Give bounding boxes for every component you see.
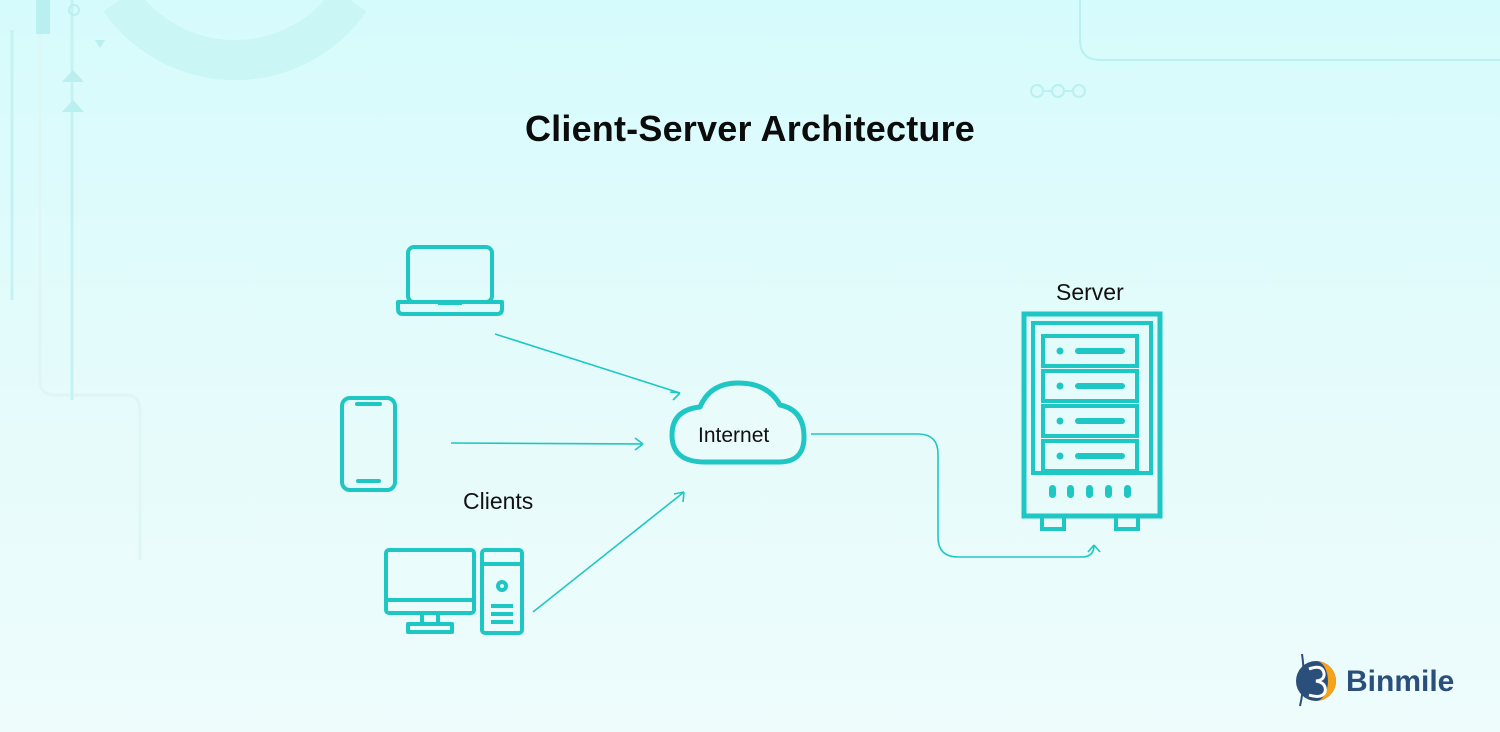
background-decoration: [10, 0, 1500, 560]
connectors: [450, 333, 1101, 613]
phone-to-internet-arrow: [450, 442, 644, 445]
binmile-logo-icon: [1296, 653, 1336, 707]
laptop-icon: [396, 245, 504, 316]
laptop-to-internet-arrow: [494, 333, 681, 394]
internet-to-server-arrow: [811, 433, 1095, 558]
clients-label: Clients: [463, 488, 534, 514]
desktop-computer-icon: [384, 548, 524, 635]
server-label: Server: [1056, 279, 1124, 305]
desktop-to-internet-arrow: [532, 491, 685, 613]
page-title: Client-Server Architecture: [524, 108, 975, 149]
background-triangles: [36, 0, 105, 112]
brand-name: Binmile: [1346, 665, 1455, 698]
smartphone-icon: [340, 396, 397, 492]
internet-label: Internet: [698, 424, 770, 447]
server-rack-icon: [1021, 311, 1163, 531]
cloud-icon: [669, 380, 807, 465]
